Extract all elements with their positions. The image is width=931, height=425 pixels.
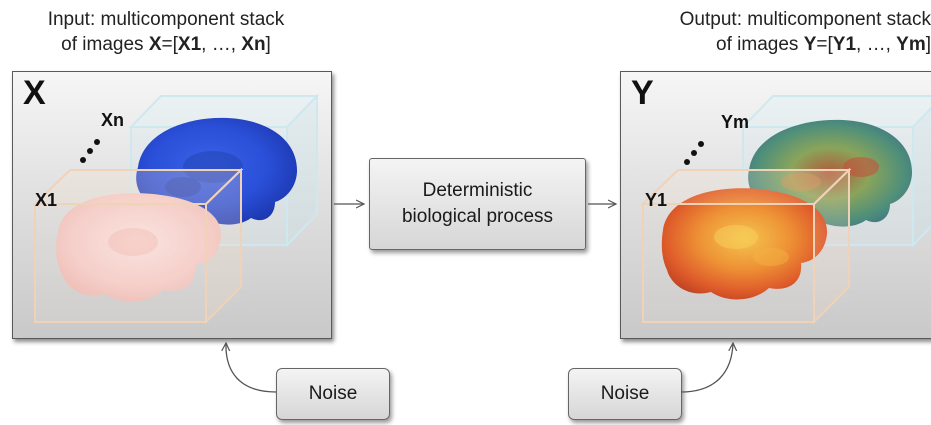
ym-label: Ym (721, 112, 750, 132)
noise-box-output: Noise (568, 368, 682, 420)
stack-ellipsis (684, 141, 704, 165)
x1-label: X1 (35, 190, 58, 210)
process-label-line1: Deterministic (422, 180, 533, 201)
front-layer-box (32, 167, 244, 325)
arrow-noise-to-input (226, 343, 277, 393)
input-caption-line2: of images X=[X1, …, Xn] (61, 34, 271, 55)
output-stack-letter: Y (631, 74, 654, 112)
input-image-stack-panel: X Xn X1 (12, 71, 332, 339)
process-label-line2: biological process (401, 206, 554, 227)
stack-ellipsis (80, 139, 100, 163)
xn-label: Xn (101, 110, 125, 130)
input-stack-illustration (32, 93, 320, 325)
deterministic-process-box: Deterministic biological process (369, 158, 586, 250)
output-caption-line1: Output: multicomponent stack (679, 9, 931, 30)
output-caption: Output: multicomponent stack of images Y… (611, 7, 931, 57)
output-caption-line2: of images Y=[Y1, …, Ym] (716, 34, 931, 55)
noise-box-input: Noise (276, 368, 390, 420)
output-image-stack-panel: Y Ym Y1 (620, 71, 931, 339)
front-layer-box (640, 167, 852, 325)
output-stack-illustration (640, 95, 931, 325)
input-stack-letter: X (23, 74, 46, 112)
input-caption: Input: multicomponent stack of images X=… (0, 7, 332, 57)
y1-label: Y1 (645, 190, 668, 210)
input-caption-line1: Input: multicomponent stack (47, 9, 285, 30)
arrow-noise-to-output (680, 343, 733, 393)
